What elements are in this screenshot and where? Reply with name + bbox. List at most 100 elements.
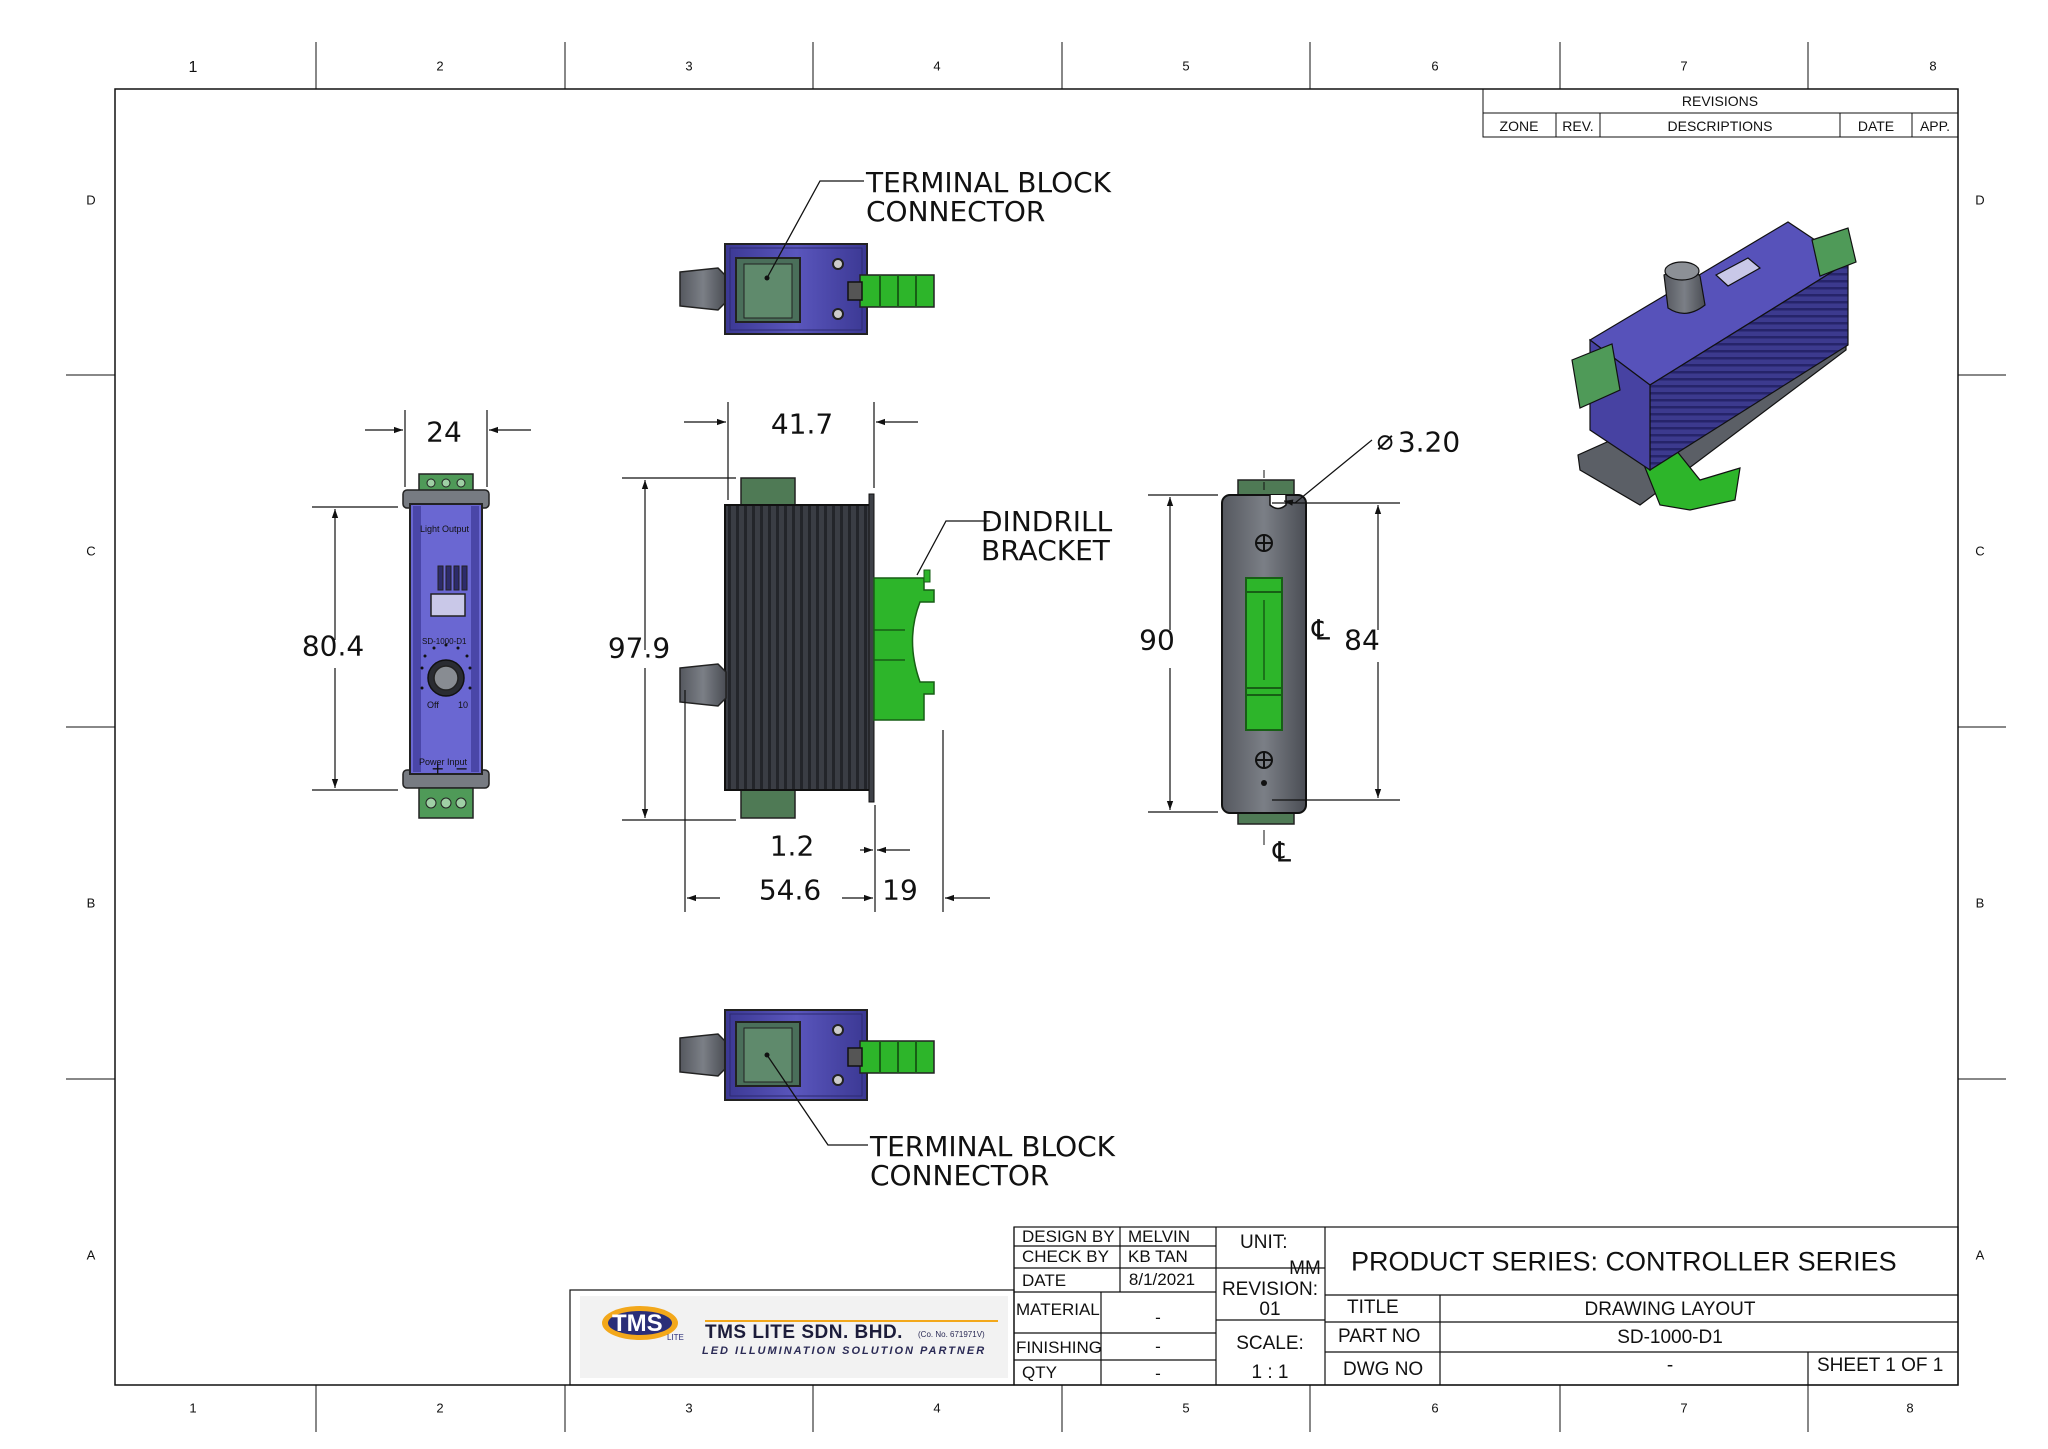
tb-scale-label: SCALE: xyxy=(1236,1333,1304,1354)
revisions-header-app: APP. xyxy=(1919,118,1951,134)
dim-height-side: 97.9 xyxy=(607,631,671,665)
tb-check-by: KB TAN xyxy=(1128,1247,1188,1266)
zone-col-top: 7 xyxy=(1680,58,1688,74)
side-view xyxy=(679,477,935,819)
callout-line: CONNECTOR xyxy=(866,195,1046,228)
tb-finishing-label: FINISHING xyxy=(1016,1338,1102,1357)
rear-dimensions xyxy=(1148,439,1400,813)
tb-part-no: SD-1000-D1 xyxy=(1617,1327,1723,1348)
callout-line: BRACKET xyxy=(981,534,1110,567)
tb-qty: - xyxy=(1155,1364,1161,1383)
callout-line: DINDRILL xyxy=(981,505,1113,538)
tb-unit: MM xyxy=(1289,1258,1321,1279)
zone-col-bottom: 3 xyxy=(685,1400,693,1416)
company-logo-sub: LITE xyxy=(667,1333,684,1342)
zone-col-bottom: 4 xyxy=(933,1400,941,1416)
company-name: TMS LITE SDN. BHD. xyxy=(705,1322,903,1343)
revisions-header-rev: REV. xyxy=(1562,118,1594,134)
tb-sheet: SHEET 1 OF 1 xyxy=(1817,1355,1944,1376)
dim-width-front: 24 xyxy=(426,415,462,449)
zone-col-bottom: 1 xyxy=(189,1400,197,1416)
zone-row-right: D xyxy=(1975,192,1985,208)
callout-din-bracket: DINDRILL BRACKET xyxy=(981,507,1112,565)
zone-col-top: 4 xyxy=(933,58,941,74)
tb-title-label: TITLE xyxy=(1347,1297,1399,1318)
side-dimensions xyxy=(622,402,990,912)
dim-hole-diameter: 3.20 xyxy=(1397,425,1461,459)
label-model-front: SD-1000-D1 xyxy=(422,637,467,646)
front-view: + − xyxy=(402,473,490,819)
tb-product-series: PRODUCT SERIES: CONTROLLER SERIES xyxy=(1351,1246,1897,1277)
zone-row-right: B xyxy=(1975,895,1985,911)
din-bracket-leader xyxy=(916,520,990,576)
dim-overall-depth: 54.6 xyxy=(758,873,822,907)
callout-line: TERMINAL BLOCK xyxy=(866,166,1112,199)
zone-col-top: 2 xyxy=(436,58,444,74)
tb-scale: 1 : 1 xyxy=(1251,1362,1289,1383)
tb-dwg-no: - xyxy=(1666,1355,1674,1376)
tb-material-label: MATERIAL xyxy=(1016,1300,1100,1319)
dim-bracket-thickness: 1.2 xyxy=(769,829,815,863)
zone-col-top: 1 xyxy=(188,59,198,76)
zone-col-top: 8 xyxy=(1929,58,1937,74)
zone-row-right: C xyxy=(1975,543,1985,559)
revisions-header-descriptions: DESCRIPTIONS xyxy=(1667,118,1773,134)
zone-col-top: 6 xyxy=(1431,58,1439,74)
zone-col-bottom: 6 xyxy=(1431,1400,1439,1416)
tb-design-by-label: DESIGN BY xyxy=(1022,1227,1115,1246)
zone-col-bottom: 7 xyxy=(1680,1400,1688,1416)
revisions-table xyxy=(1482,88,1959,138)
top-view xyxy=(679,243,935,335)
label-off: Off xyxy=(427,700,439,710)
dim-hole-spacing: 84 xyxy=(1344,623,1380,657)
company-tagline: LED ILLUMINATION SOLUTION PARTNER xyxy=(702,1345,987,1357)
callout-terminal-bottom: TERMINAL BLOCK CONNECTOR xyxy=(870,1132,1115,1190)
callout-line: CONNECTOR xyxy=(870,1159,1050,1192)
terminal-bottom-leader xyxy=(766,1054,868,1146)
zone-row-left: C xyxy=(86,543,96,559)
frame xyxy=(66,42,2006,1432)
zone-row-left: A xyxy=(86,1247,96,1263)
revisions-header-date: DATE xyxy=(1857,118,1895,134)
zone-col-bottom: 5 xyxy=(1182,1400,1190,1416)
revisions-header-zone: ZONE xyxy=(1499,118,1539,134)
tb-material: - xyxy=(1155,1308,1161,1327)
tb-part-no-label: PART NO xyxy=(1338,1326,1421,1347)
tb-revision: 01 xyxy=(1259,1299,1281,1320)
company-reg-no: (Co. No. 671971V) xyxy=(918,1330,985,1339)
dim-depth-side: 41.7 xyxy=(770,407,834,441)
dim-bracket-depth: 19 xyxy=(882,873,918,907)
tb-check-by-label: CHECK BY xyxy=(1022,1247,1109,1266)
tb-qty-label: QTY xyxy=(1022,1363,1057,1382)
tb-date-label: DATE xyxy=(1022,1271,1067,1290)
centerline-symbol-mid: ℄ xyxy=(1312,613,1330,647)
svg-text:+: + xyxy=(431,759,444,778)
callout-terminal-top: TERMINAL BLOCK CONNECTOR xyxy=(866,168,1111,226)
company-logo-text: TMS xyxy=(612,1310,663,1337)
label-light-output: Light Output xyxy=(420,524,470,534)
tb-dwg-no-label: DWG NO xyxy=(1343,1359,1424,1380)
zone-col-top: 3 xyxy=(685,58,693,74)
bottom-view xyxy=(679,1009,935,1101)
tb-title: DRAWING LAYOUT xyxy=(1584,1299,1756,1320)
dim-rear-height: 90 xyxy=(1139,623,1175,657)
front-dimensions xyxy=(312,410,531,791)
dim-height-front: 80.4 xyxy=(301,629,365,663)
label-power-input: Power Input xyxy=(419,757,468,767)
callout-line: TERMINAL BLOCK xyxy=(870,1130,1116,1163)
revisions-title: REVISIONS xyxy=(1681,93,1759,109)
zone-row-left: D xyxy=(86,192,96,208)
label-ten: 10 xyxy=(458,700,469,710)
title-block xyxy=(569,1226,1959,1386)
terminal-top-leader xyxy=(766,180,864,279)
centerline-symbol-bottom: ℄ xyxy=(1273,835,1291,869)
zone-row-right: A xyxy=(1975,1247,1985,1263)
tb-unit-label: UNIT: xyxy=(1240,1232,1288,1253)
rear-view xyxy=(1221,470,1307,845)
zone-col-bottom: 2 xyxy=(436,1400,444,1416)
zone-row-left: B xyxy=(86,895,96,911)
tb-revision-label: REVISION: xyxy=(1221,1279,1319,1300)
tb-finishing: - xyxy=(1155,1337,1161,1356)
